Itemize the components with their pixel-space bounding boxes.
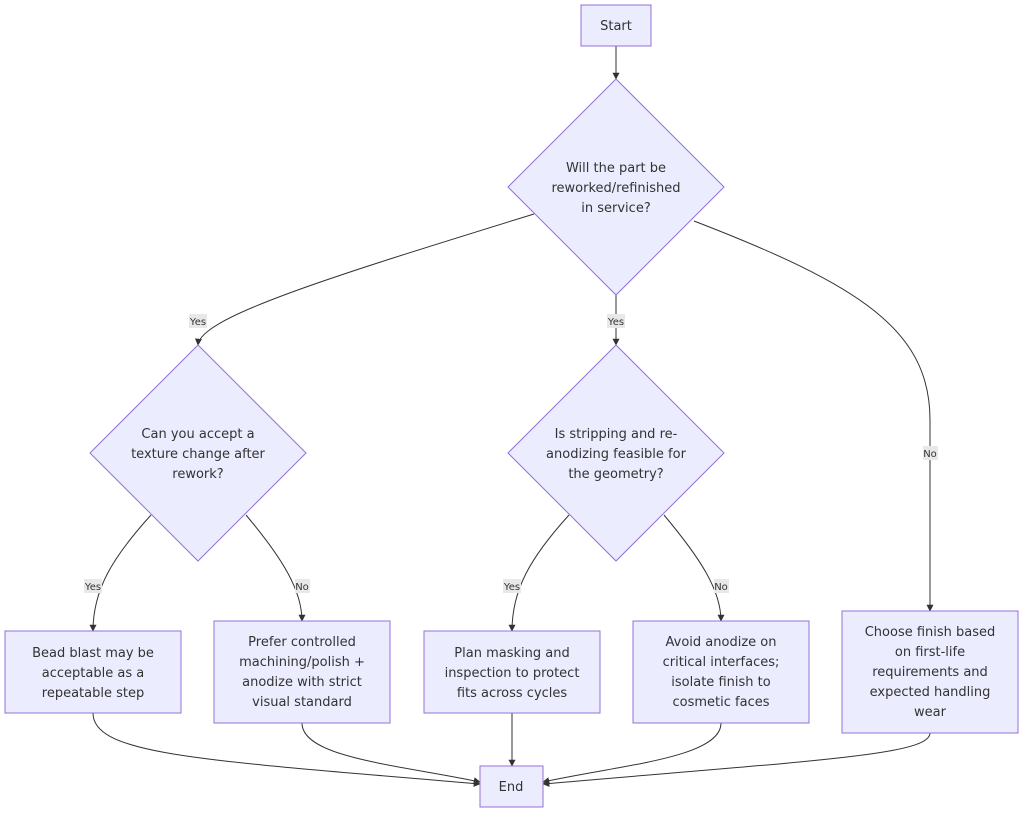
node-choose-finish-line-5: wear <box>914 705 947 720</box>
edge-label-rework-yes-mid: Yes <box>607 314 625 328</box>
node-decision-rework-line-3: in service? <box>581 201 650 216</box>
node-decision-rework-line-2: reworked/refinished <box>551 181 680 196</box>
node-plan-masking: Plan masking and inspection to protect f… <box>423 630 601 714</box>
edge-rework-to-choose <box>693 220 934 612</box>
node-end-label: End <box>499 780 524 795</box>
node-decision-strip-line-3: the geometry? <box>568 467 663 482</box>
svg-text:Yes: Yes <box>189 317 206 328</box>
node-bead-blast-line-2: acceptable as a <box>42 666 144 681</box>
node-prefer-machining-line-1: Prefer controlled <box>248 635 356 650</box>
node-bead-blast-line-1: Bead blast may be <box>32 646 154 661</box>
node-choose-finish-line-3: requirements and <box>872 665 988 680</box>
edge-labels: Yes Yes No Yes No Yes No <box>84 314 938 593</box>
node-decision-strip-line-1: Is stripping and re- <box>555 427 678 442</box>
node-prefer-machining-line-3: anodize with strict <box>242 675 362 690</box>
svg-text:Yes: Yes <box>503 582 520 593</box>
edge-rework-to-texture <box>195 213 535 346</box>
node-avoid-anodize: Avoid anodize on critical interfaces; is… <box>632 620 810 724</box>
edge-label-texture-yes: Yes <box>84 579 102 593</box>
node-plan-masking-line-2: inspection to protect <box>445 666 580 681</box>
edge-label-rework-yes-left: Yes <box>189 314 207 328</box>
node-choose-finish-line-2: on first-life <box>895 645 965 660</box>
node-decision-texture-line-2: texture change after <box>131 447 265 462</box>
node-prefer-machining-line-4: visual standard <box>252 695 352 710</box>
node-bead-blast-line-3: repeatable step <box>42 686 144 701</box>
node-choose-finish-line-4: expected handling <box>870 685 991 700</box>
node-decision-texture-line-3: rework? <box>172 467 223 482</box>
node-prefer-machining: Prefer controlled machining/polish + ano… <box>213 620 391 724</box>
node-avoid-anodize-line-4: cosmetic faces <box>673 695 770 710</box>
edge-texture-to-bead <box>89 514 152 632</box>
node-end: End <box>479 765 544 808</box>
node-choose-finish: Choose finish based on first-life requir… <box>841 610 1019 734</box>
node-avoid-anodize-line-2: critical interfaces; <box>663 655 780 670</box>
node-decision-strip: Is stripping and re- anodizing feasible … <box>507 344 725 562</box>
svg-text:Yes: Yes <box>84 582 101 593</box>
node-decision-rework-line-1: Will the part be <box>566 161 666 176</box>
node-start-label: Start <box>600 19 632 34</box>
node-choose-finish-line-1: Choose finish based <box>865 625 996 640</box>
svg-text:No: No <box>923 449 937 460</box>
node-plan-masking-line-1: Plan masking and <box>454 646 569 661</box>
node-avoid-anodize-line-1: Avoid anodize on <box>666 635 777 650</box>
edge-strip-to-masking <box>508 514 570 632</box>
node-plan-masking-line-3: fits across cycles <box>457 686 568 701</box>
node-decision-rework: Will the part be reworked/refinished in … <box>507 78 725 296</box>
node-bead-blast: Bead blast may be acceptable as a repeat… <box>4 630 182 714</box>
node-decision-strip-line-2: anodizing feasible for <box>546 447 687 462</box>
svg-text:No: No <box>714 582 728 593</box>
edge-machining-to-end <box>301 722 481 785</box>
nodes: Start Will the part be reworked/refinish… <box>4 4 1019 808</box>
node-decision-texture-line-1: Can you accept a <box>141 427 254 442</box>
edge-label-strip-yes: Yes <box>503 579 521 593</box>
edges <box>89 46 934 787</box>
node-avoid-anodize-line-3: isolate finish to <box>671 675 770 690</box>
node-start: Start <box>580 4 652 47</box>
edge-strip-to-avoid <box>663 514 725 622</box>
node-decision-texture: Can you accept a texture change after re… <box>89 344 307 562</box>
svg-text:Yes: Yes <box>607 317 624 328</box>
edge-bead-to-end <box>92 712 481 787</box>
node-prefer-machining-line-2: machining/polish + <box>239 655 365 670</box>
svg-text:No: No <box>295 582 309 593</box>
edge-choose-to-end <box>542 732 931 787</box>
edge-label-strip-no: No <box>714 579 729 593</box>
edge-label-texture-no: No <box>295 579 310 593</box>
edge-label-rework-no: No <box>923 446 938 460</box>
edge-avoid-to-end <box>542 722 722 785</box>
edge-texture-to-machining <box>245 514 306 622</box>
